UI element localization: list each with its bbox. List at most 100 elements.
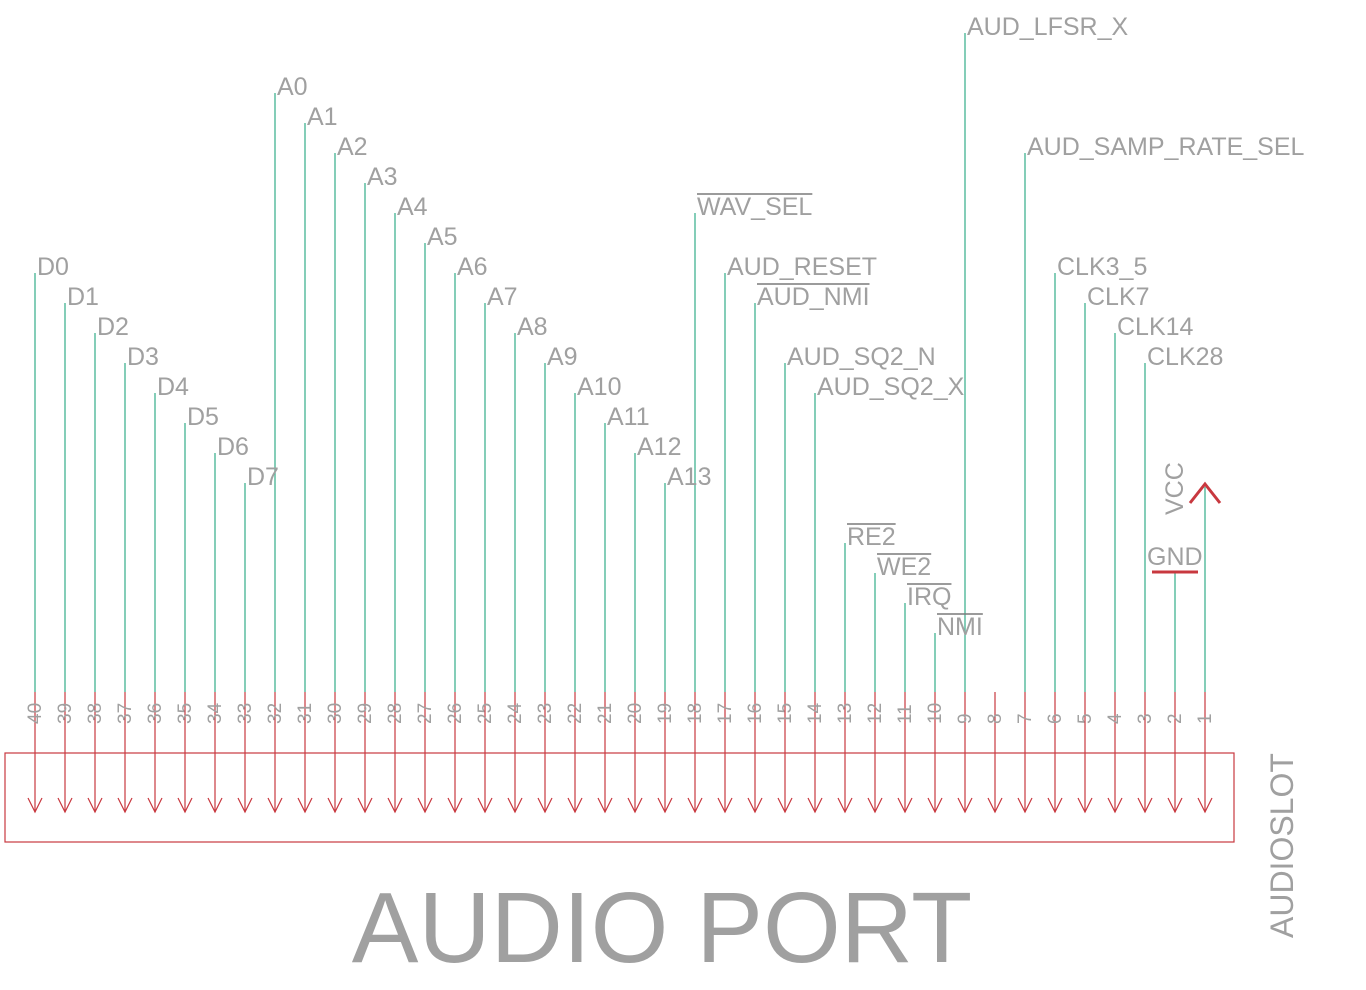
- net-label-a5: A5: [427, 223, 458, 251]
- pin-11: [897, 692, 913, 814]
- pin-14: [807, 692, 823, 814]
- pin-9: [957, 692, 973, 814]
- net-label-a2: A2: [337, 133, 368, 161]
- net-label-a6: A6: [457, 253, 488, 281]
- pin-20: [627, 692, 643, 814]
- pin-number-36: 36: [145, 703, 166, 724]
- pin-32: [267, 692, 283, 814]
- pin-number-25: 25: [475, 703, 496, 724]
- net-label-d2: D2: [97, 313, 129, 341]
- net-label-a9: A9: [547, 343, 578, 371]
- pin-4: [1107, 692, 1123, 814]
- pin-number-37: 37: [115, 703, 136, 724]
- pin-38: [87, 692, 103, 814]
- pin-number-7: 7: [1015, 713, 1036, 724]
- pin-number-8: 8: [985, 713, 1006, 724]
- pin-number-40: 40: [25, 703, 46, 724]
- pin-25: [477, 692, 493, 814]
- pin-number-32: 32: [265, 703, 286, 724]
- pin-6: [1047, 692, 1063, 814]
- pin-number-34: 34: [205, 702, 226, 724]
- connector-pins: [27, 692, 1213, 814]
- net-label-d7: D7: [247, 463, 279, 491]
- pin-17: [717, 692, 733, 814]
- pin-number-18: 18: [685, 703, 706, 724]
- pin-number-17: 17: [715, 703, 736, 724]
- pin-5: [1077, 692, 1093, 814]
- net-label-a0: A0: [277, 73, 308, 101]
- net-label-aud_sq2_n: AUD_SQ2_N: [787, 343, 936, 371]
- pin-30: [327, 692, 343, 814]
- net-label-aud_reset: AUD_RESET: [727, 253, 877, 281]
- pin-number-11: 11: [895, 704, 916, 724]
- pin-number-23: 23: [535, 703, 556, 724]
- pin-number-29: 29: [355, 703, 376, 724]
- pin-24: [507, 692, 523, 814]
- net-label-re2: RE2: [847, 523, 896, 551]
- power-symbols: GND VCC: [1147, 462, 1222, 692]
- pin-number-38: 38: [85, 703, 106, 724]
- pin-number-35: 35: [175, 703, 196, 724]
- pin-number-33: 33: [235, 703, 256, 724]
- pin-number-13: 13: [835, 703, 856, 724]
- pin-number-30: 30: [325, 703, 346, 724]
- pin-number-19: 19: [655, 703, 676, 724]
- pin-number-10: 10: [925, 703, 946, 724]
- net-label-we2: WE2: [877, 553, 931, 581]
- pin-number-22: 22: [565, 703, 586, 724]
- pin-number-27: 27: [415, 703, 436, 724]
- net-label-d1: D1: [67, 283, 99, 311]
- pin-21: [597, 692, 613, 814]
- net-label-wav_sel: WAV_SEL: [697, 193, 812, 221]
- pin-12: [867, 692, 883, 814]
- pin-number-15: 15: [775, 703, 796, 724]
- pin-28: [387, 692, 403, 814]
- net-label-d3: D3: [127, 343, 159, 371]
- net-label-nmi: NMI: [937, 613, 983, 641]
- pin-13: [837, 692, 853, 814]
- net-label-clk28: CLK28: [1147, 343, 1223, 371]
- pin-37: [117, 692, 133, 814]
- net-label-clk3_5: CLK3_5: [1057, 253, 1147, 281]
- pin-number-28: 28: [385, 703, 406, 724]
- pin-34: [207, 692, 223, 814]
- net-label-a12: A12: [637, 433, 681, 461]
- pin-33: [237, 692, 253, 814]
- net-label-clk7: CLK7: [1087, 283, 1150, 311]
- pin-number-3: 3: [1135, 713, 1156, 724]
- pin-19: [657, 692, 673, 814]
- pin-31: [297, 692, 313, 814]
- pin-16: [747, 692, 763, 814]
- schematic-title: AUDIO PORT: [352, 872, 972, 984]
- net-label-a4: A4: [397, 193, 428, 221]
- pin-27: [417, 692, 433, 814]
- pin-number-39: 39: [55, 703, 76, 724]
- connector-body: [4, 752, 1235, 843]
- pin-number-31: 31: [295, 703, 316, 724]
- net-label-a13: A13: [667, 463, 711, 491]
- pin-22: [567, 692, 583, 814]
- net-label-a7: A7: [487, 283, 518, 311]
- pin-2: [1167, 692, 1183, 814]
- pin-number-20: 20: [625, 703, 646, 724]
- pin-36: [147, 692, 163, 814]
- net-label-aud_sq2_x: AUD_SQ2_X: [817, 373, 965, 401]
- pin-number-1: 1: [1195, 713, 1216, 724]
- pin-number-5: 5: [1075, 713, 1096, 724]
- net-label-d5: D5: [187, 403, 219, 431]
- pin-3: [1137, 692, 1153, 814]
- net-label-a10: A10: [577, 373, 621, 401]
- net-wires: [34, 33, 1146, 692]
- net-label-irq: IRQ: [907, 583, 951, 611]
- pin-15: [777, 692, 793, 814]
- net-label-aud_nmi: AUD_NMI: [757, 283, 870, 311]
- pin-number-12: 12: [865, 703, 886, 724]
- part-name: AUDIOSLOT: [1264, 753, 1300, 938]
- net-label-aud_samp_rate_sel: AUD_SAMP_RATE_SEL: [1027, 133, 1305, 161]
- vcc-label: VCC: [1161, 462, 1189, 515]
- net-label-a11: A11: [607, 403, 650, 431]
- gnd-label: GND: [1147, 543, 1203, 571]
- pin-10: [927, 692, 943, 814]
- pin-7: [1017, 692, 1033, 814]
